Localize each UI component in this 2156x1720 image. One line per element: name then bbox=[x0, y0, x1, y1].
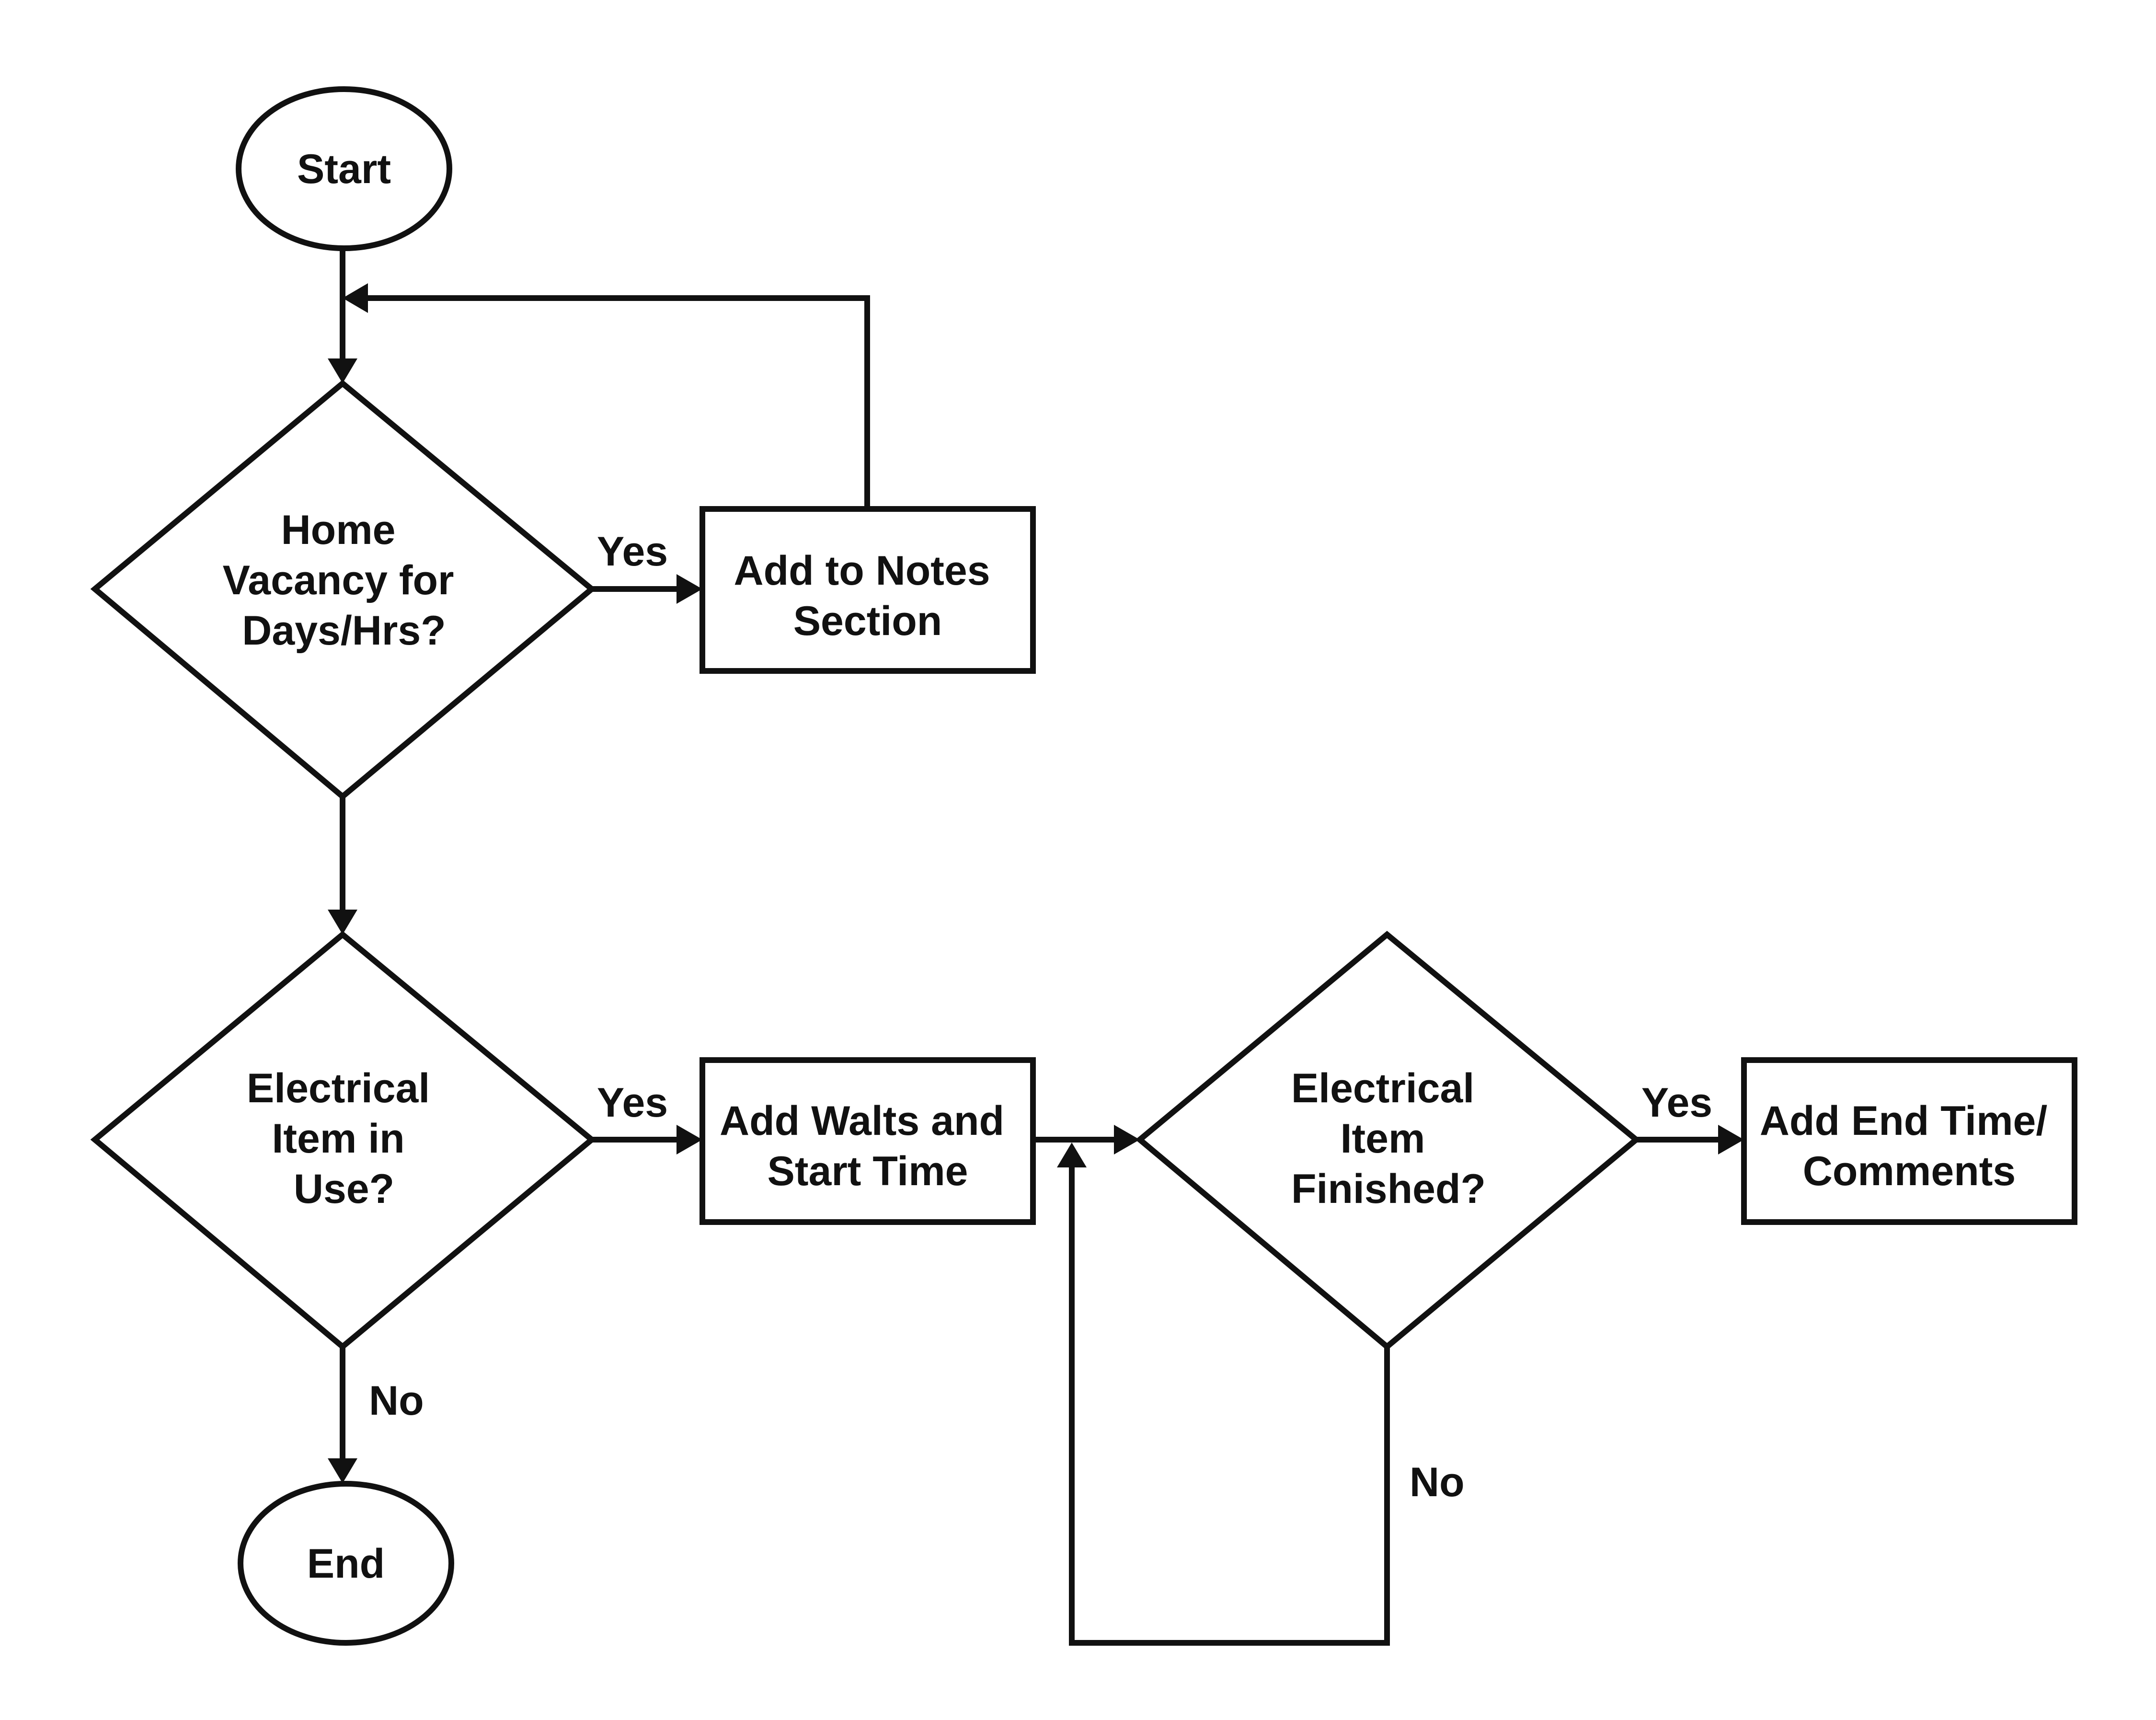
end-terminator bbox=[238, 1481, 454, 1646]
arrowhead-walts-to-finished bbox=[1114, 1125, 1140, 1154]
end-time-label: Add End Time/ Comments bbox=[1760, 1098, 2059, 1194]
edge-label-in-use-yes: Yes bbox=[597, 1080, 668, 1126]
connectors bbox=[328, 245, 1744, 1646]
end-label: End bbox=[307, 1541, 385, 1587]
nodes bbox=[90, 86, 2077, 1646]
edge-label-finished-yes: Yes bbox=[1641, 1080, 1712, 1126]
start-terminator bbox=[236, 86, 452, 251]
notes-process-box bbox=[700, 506, 1036, 674]
arrowhead-in-use-yes bbox=[677, 1125, 702, 1154]
edge-notes-loop bbox=[361, 295, 870, 512]
arrowhead-in-use-no bbox=[328, 1458, 357, 1483]
decision-finished-label: Electrical Item Finished? bbox=[1291, 1065, 1486, 1212]
arrowhead-start-to-vacancy bbox=[328, 358, 357, 383]
arrowhead-vacancy-yes bbox=[677, 574, 702, 604]
node-labels: Start Home Vacancy for Days/Hrs? Add to … bbox=[223, 146, 2059, 1587]
walts-label: Add Walts and Start Time bbox=[720, 1098, 1016, 1194]
edge-label-finished-no: No bbox=[1410, 1459, 1465, 1505]
edge-labels: Yes Yes No Yes No bbox=[369, 529, 1712, 1505]
decision-vacancy-diamond bbox=[90, 380, 596, 800]
end-time-process-box bbox=[1741, 1057, 2077, 1225]
walts-process-box bbox=[700, 1057, 1036, 1225]
decision-vacancy-label: Home Vacancy for Days/Hrs? bbox=[223, 507, 466, 654]
arrowhead-vacancy-to-in-use bbox=[328, 910, 357, 935]
arrowhead-finished-yes bbox=[1718, 1125, 1744, 1154]
arrowhead-finished-no bbox=[1057, 1143, 1087, 1167]
decision-in-use-label: Electrical Item in Use? bbox=[247, 1065, 441, 1212]
decision-in-use-diamond bbox=[90, 931, 596, 1351]
arrowhead-notes-loop bbox=[343, 283, 368, 313]
edge-label-in-use-no: No bbox=[369, 1378, 424, 1424]
decision-finished-diamond bbox=[1135, 931, 1641, 1351]
notes-label: Add to Notes Section bbox=[734, 548, 1002, 644]
start-label: Start bbox=[297, 146, 391, 192]
edge-finished-no bbox=[1069, 1162, 1390, 1646]
edge-label-vacancy-yes: Yes bbox=[597, 529, 668, 575]
